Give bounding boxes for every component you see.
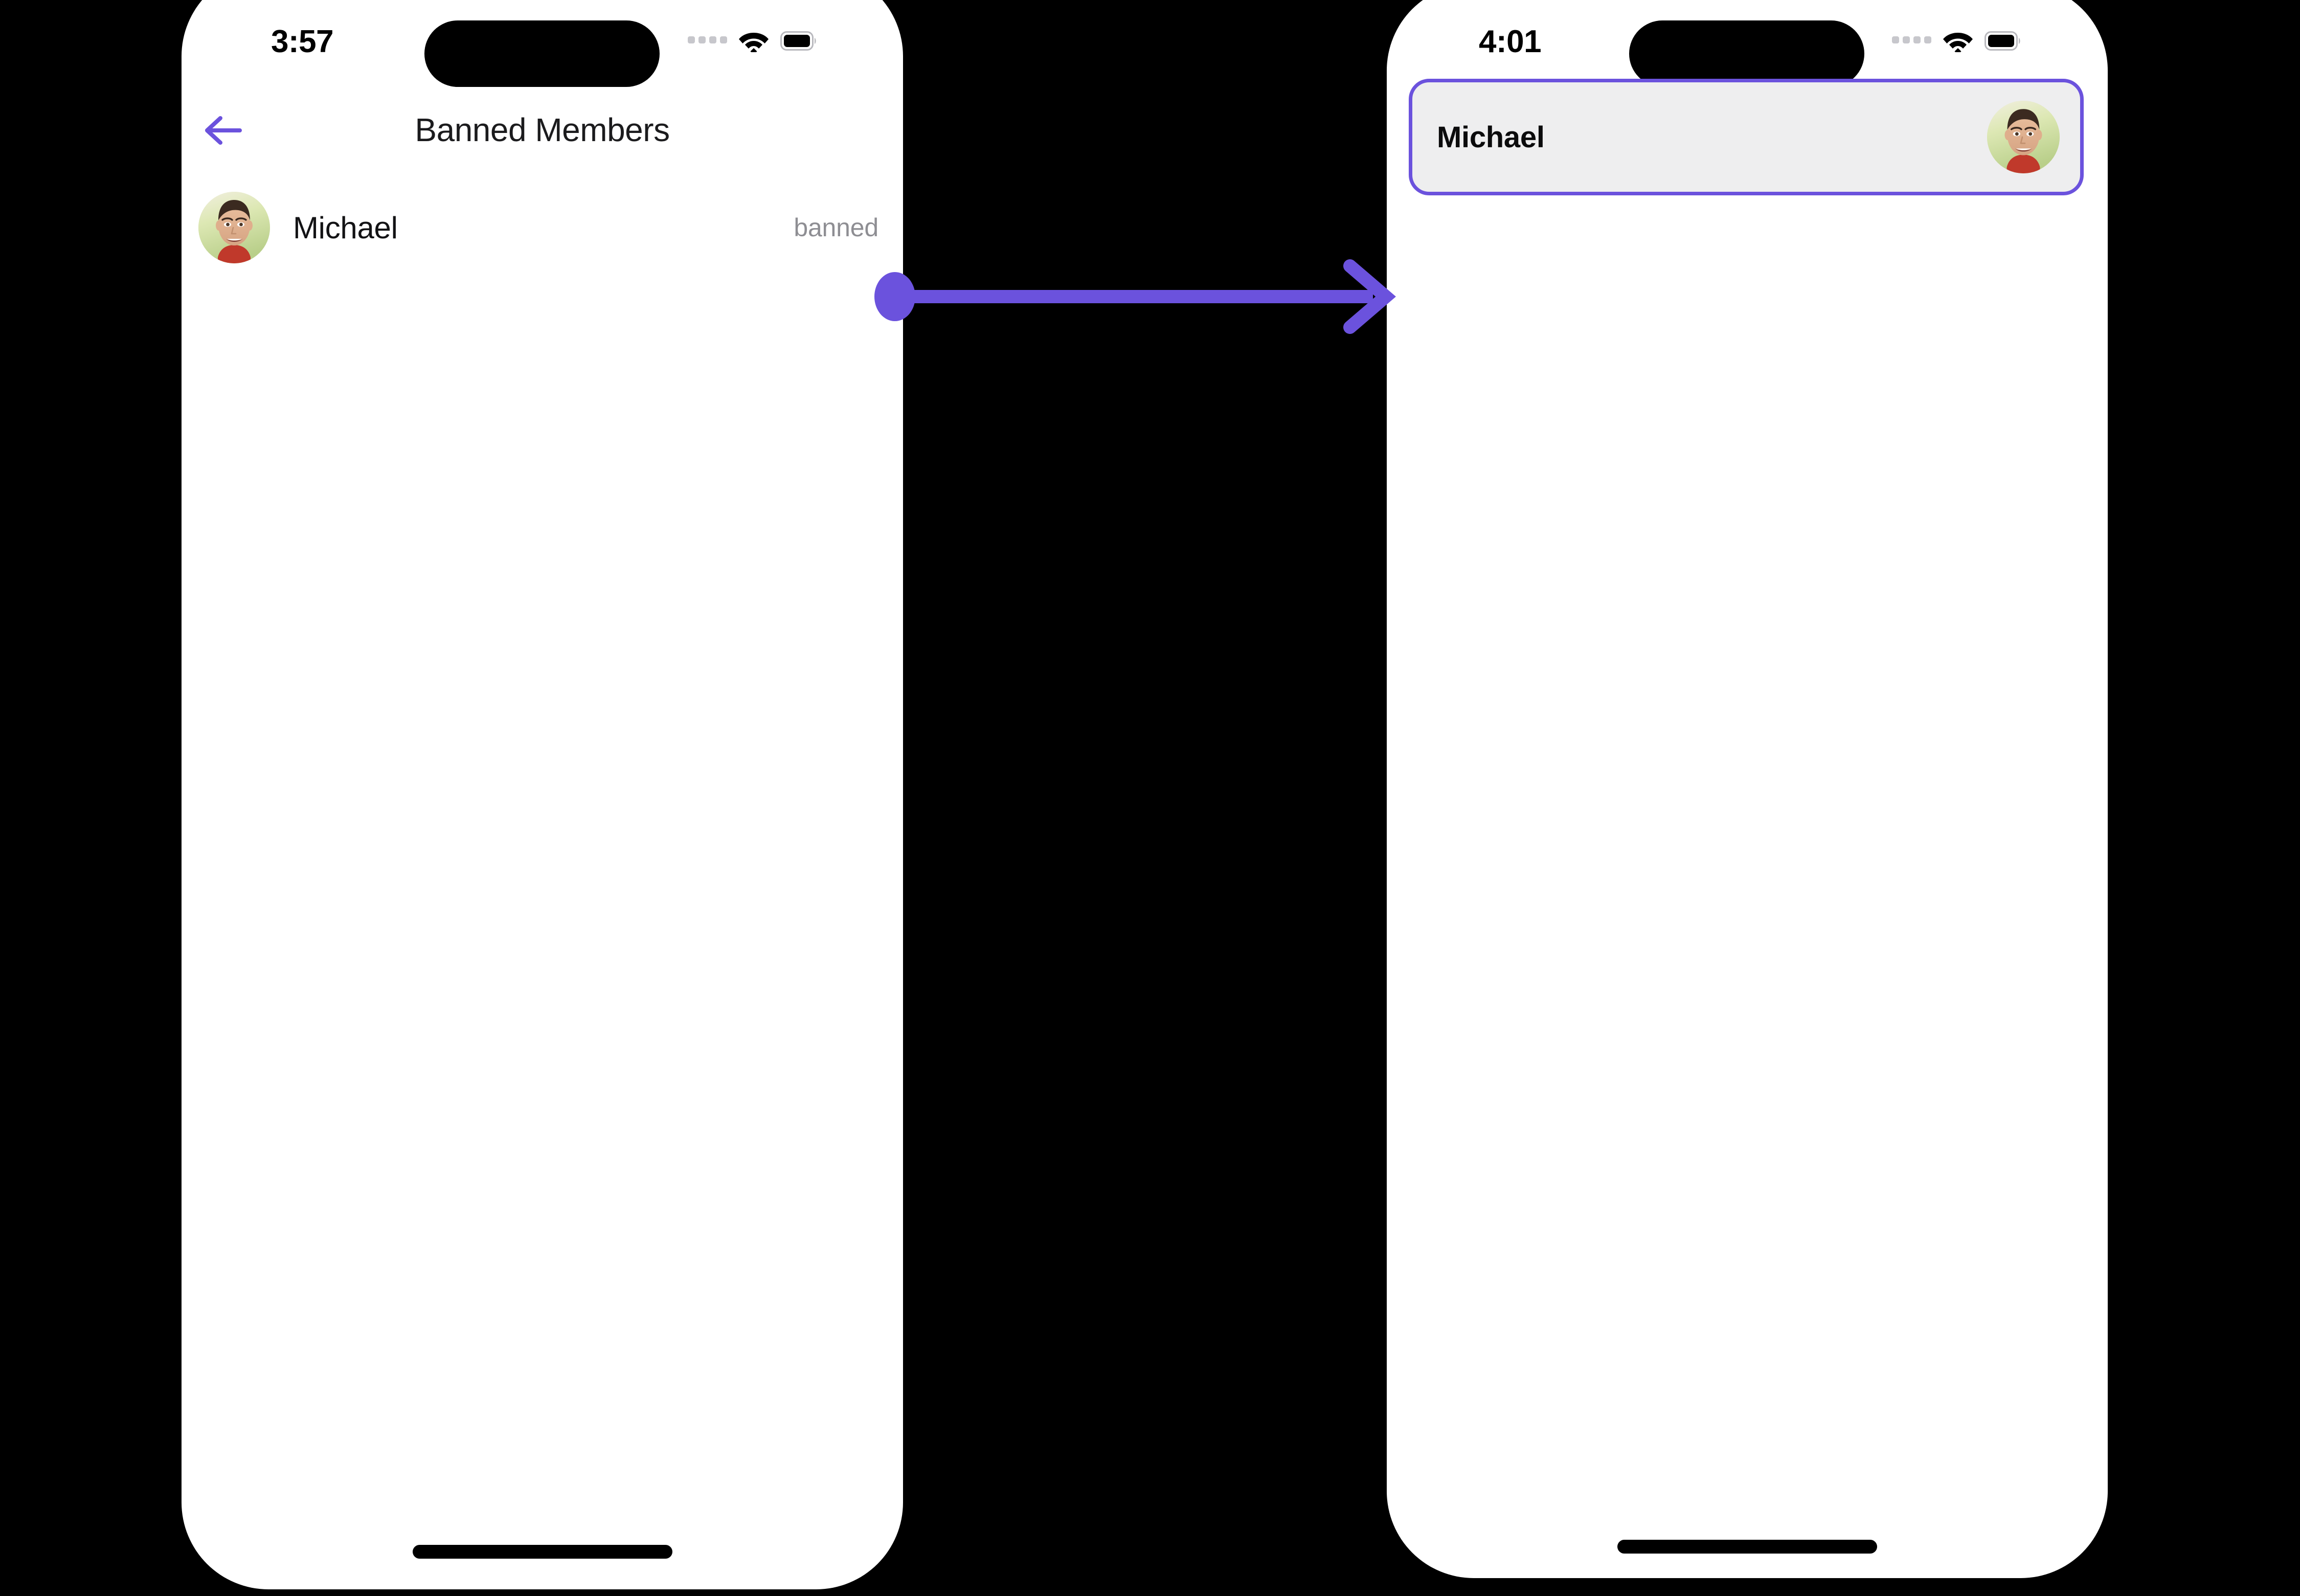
back-button[interactable] xyxy=(201,111,247,150)
status-bar: 3:57 xyxy=(182,0,903,87)
member-name: Michael xyxy=(293,210,398,245)
back-arrow-icon xyxy=(205,116,242,145)
list-item-selected[interactable]: Michael xyxy=(1409,79,2084,195)
battery-full-icon xyxy=(1985,31,2020,51)
list-item[interactable]: Michael banned xyxy=(182,184,903,271)
wifi-icon xyxy=(1943,33,1973,52)
phone-screen-after: 4:01 xyxy=(1387,0,2108,1578)
member-name: Michael xyxy=(1437,120,1545,154)
dynamic-island xyxy=(424,20,660,87)
home-indicator xyxy=(412,1545,672,1559)
user-avatar-michael xyxy=(198,192,270,263)
home-indicator xyxy=(1617,1540,1877,1554)
nav-bar: Banned Members xyxy=(182,100,903,166)
status-icons xyxy=(688,30,817,52)
status-time: 3:57 xyxy=(271,24,334,59)
status-icons xyxy=(1892,30,2021,52)
page-title: Banned Members xyxy=(415,111,670,148)
status-badge: banned xyxy=(794,213,878,242)
cellular-dots-icon xyxy=(688,36,727,46)
status-time: 4:01 xyxy=(1479,24,1542,59)
user-avatar-michael xyxy=(1987,101,2060,173)
wifi-icon xyxy=(739,33,769,52)
connector-arrowhead xyxy=(1343,259,1396,334)
phone-screen-before: 3:57 xyxy=(182,0,903,1589)
status-bar: 4:01 xyxy=(1387,0,2108,87)
battery-full-icon xyxy=(780,31,816,51)
dynamic-island xyxy=(1629,20,1864,87)
flow-arrow-connector xyxy=(874,256,1401,338)
cellular-dots-icon xyxy=(1892,36,1931,46)
